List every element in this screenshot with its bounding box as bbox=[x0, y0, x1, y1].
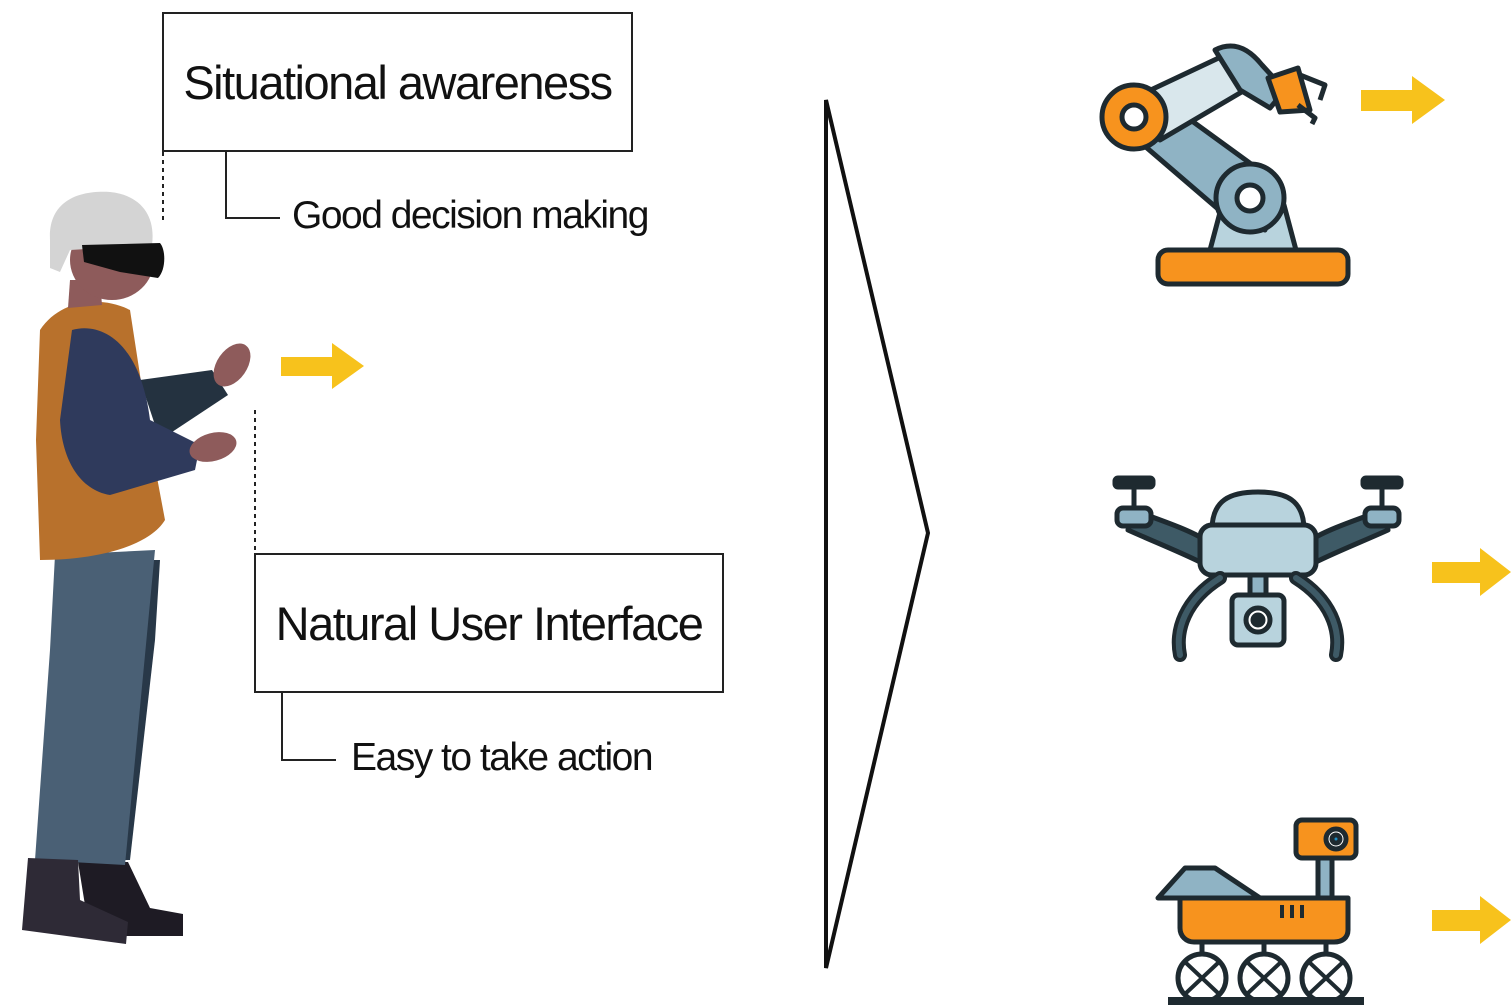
right-arrow-icon bbox=[281, 343, 364, 389]
elbow-connector-top bbox=[225, 152, 280, 219]
elbow-connector-bottom bbox=[281, 693, 336, 761]
chevron-shape bbox=[824, 99, 931, 969]
rover-icon bbox=[1155, 817, 1364, 1005]
situational-awareness-box: Situational awareness bbox=[162, 12, 633, 152]
natural-user-interface-label: Natural User Interface bbox=[275, 596, 704, 650]
drone-icon bbox=[1112, 475, 1404, 662]
situational-awareness-label: Situational awareness bbox=[183, 55, 613, 109]
vr-user-figure bbox=[22, 191, 251, 944]
easy-to-take-action-label: Easy to take action bbox=[351, 736, 654, 779]
robotic-arm-icon bbox=[1099, 43, 1351, 287]
right-arrow-icon bbox=[1432, 896, 1511, 944]
right-arrow-icon bbox=[1361, 76, 1445, 124]
good-decision-making-label: Good decision making bbox=[292, 194, 649, 237]
right-arrow-icon bbox=[1432, 548, 1511, 596]
natural-user-interface-box: Natural User Interface bbox=[254, 553, 724, 693]
